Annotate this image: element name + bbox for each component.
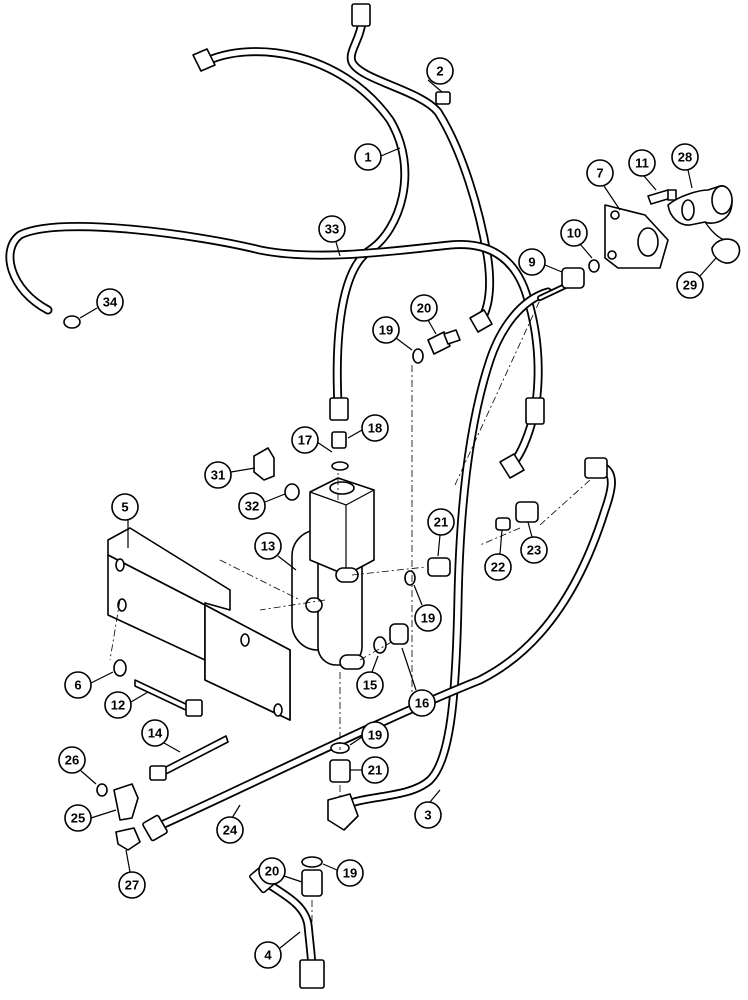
callout-label: 21 [434,515,448,530]
callout-18: 18 [347,414,389,442]
callout-label: 31 [211,468,225,483]
callout-6: 6 [64,671,114,699]
callout-19: 19 [322,859,364,887]
callout-21: 21 [427,508,455,557]
callout-19: 19 [413,584,442,632]
callout-33: 33 [318,215,346,257]
callout-label: 7 [596,166,603,181]
callout-23: 23 [520,521,548,564]
callouts: 1 2 3 4 5 6 [58,57,717,969]
callout-9: 9 [518,248,563,276]
callout-label: 16 [415,696,429,711]
callout-20: 20 [410,294,438,335]
tube-4 [249,864,325,989]
callout-label: 12 [111,698,125,713]
mounting-bracket [107,527,291,721]
callout-1: 1 [354,143,401,171]
callout-26: 26 [58,746,97,785]
callout-27: 27 [118,849,146,899]
callout-7: 7 [586,159,621,211]
callout-label: 21 [368,763,382,778]
callout-17: 17 [291,426,333,454]
callout-label: 29 [683,278,697,293]
callout-label: 5 [121,500,128,515]
callout-5: 5 [111,493,139,548]
callout-label: 9 [528,255,535,270]
callout-label: 24 [223,823,238,838]
callout-4: 4 [254,931,301,969]
tube-3 [327,287,553,831]
callout-label: 19 [421,611,435,626]
callout-22: 22 [484,529,512,581]
callout-label: 14 [148,726,163,741]
callout-label: 28 [678,150,692,165]
callout-label: 25 [71,811,85,826]
callout-3: 3 [414,789,442,829]
callout-label: 19 [343,866,357,881]
callout-32: 32 [238,492,286,520]
callout-label: 32 [245,499,259,514]
tube-24 [142,457,616,842]
callout-21: 21 [350,756,389,784]
callout-label: 22 [491,560,505,575]
tube-33 [5,222,545,479]
tube-1 [192,47,410,421]
callout-19: 19 [372,316,413,351]
callout-label: 15 [363,678,377,693]
callout-16: 16 [401,647,436,717]
callout-24: 24 [216,804,244,844]
callout-label: 3 [424,808,431,823]
callout-label: 11 [635,156,649,171]
callout-label: 18 [368,421,382,436]
callout-12: 12 [104,691,149,719]
callout-label: 20 [265,864,279,879]
callout-label: 4 [264,948,272,963]
callout-20: 20 [258,857,303,885]
callout-19: 19 [349,721,389,749]
callout-13: 13 [254,532,297,571]
callout-label: 27 [125,878,139,893]
callout-14: 14 [141,719,181,753]
fittings [63,185,741,897]
callout-10: 10 [560,219,593,259]
tube-2 [346,3,495,333]
callout-label: 19 [368,728,382,743]
callout-label: 6 [74,678,81,693]
callout-label: 17 [298,433,312,448]
callout-25: 25 [64,804,117,832]
callout-label: 13 [261,539,275,554]
callout-28: 28 [671,143,699,189]
callout-label: 2 [436,64,443,79]
callout-11: 11 [628,149,657,191]
callout-label: 33 [325,222,339,237]
callout-label: 23 [527,543,541,558]
callout-label: 26 [65,753,79,768]
callout-label: 1 [364,150,371,165]
callout-34: 34 [79,288,124,319]
callout-label: 20 [417,301,431,316]
callout-label: 10 [567,226,581,241]
valve-body [291,477,375,670]
callout-label: 19 [379,323,393,338]
callout-29: 29 [676,257,717,299]
alignment-lines [109,299,591,930]
callout-2: 2 [426,57,454,93]
callout-label: 34 [103,295,118,310]
callout-31: 31 [204,461,256,489]
callout-15: 15 [356,655,384,699]
